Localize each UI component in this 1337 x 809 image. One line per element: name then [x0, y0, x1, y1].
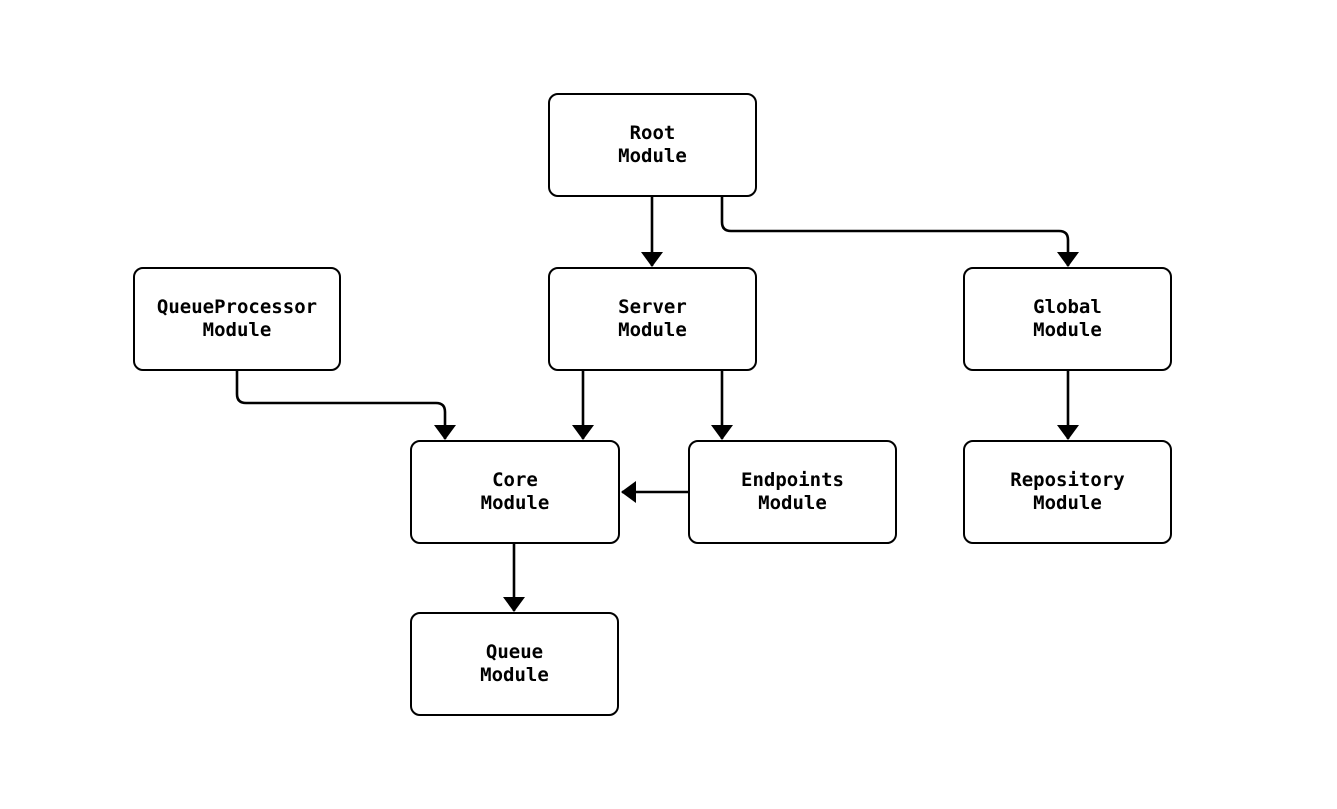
node-label-queue: Queue Module: [480, 641, 549, 686]
node-label-global: Global Module: [1033, 296, 1102, 341]
node-queue: Queue Module: [410, 612, 619, 716]
node-root: Root Module: [548, 93, 757, 197]
node-label-endpoints: Endpoints Module: [741, 469, 844, 514]
node-core: Core Module: [410, 440, 620, 544]
node-label-core: Core Module: [480, 469, 550, 514]
edge-root-to-global: [720, 197, 1079, 267]
node-server: Server Module: [548, 267, 757, 371]
node-endpoints: Endpoints Module: [688, 440, 897, 544]
node-repository: Repository Module: [963, 440, 1172, 544]
node-label-root: Root Module: [618, 122, 687, 167]
edges-group: [235, 197, 1079, 612]
node-label-repository: Repository Module: [1010, 469, 1125, 514]
node-global: Global Module: [963, 267, 1172, 371]
node-queueprocessor: QueueProcessor Module: [133, 267, 341, 371]
edge-queueprocessor-to-core: [235, 371, 456, 440]
node-label-queueprocessor: QueueProcessor Module: [156, 296, 318, 341]
node-label-server: Server Module: [618, 296, 687, 341]
